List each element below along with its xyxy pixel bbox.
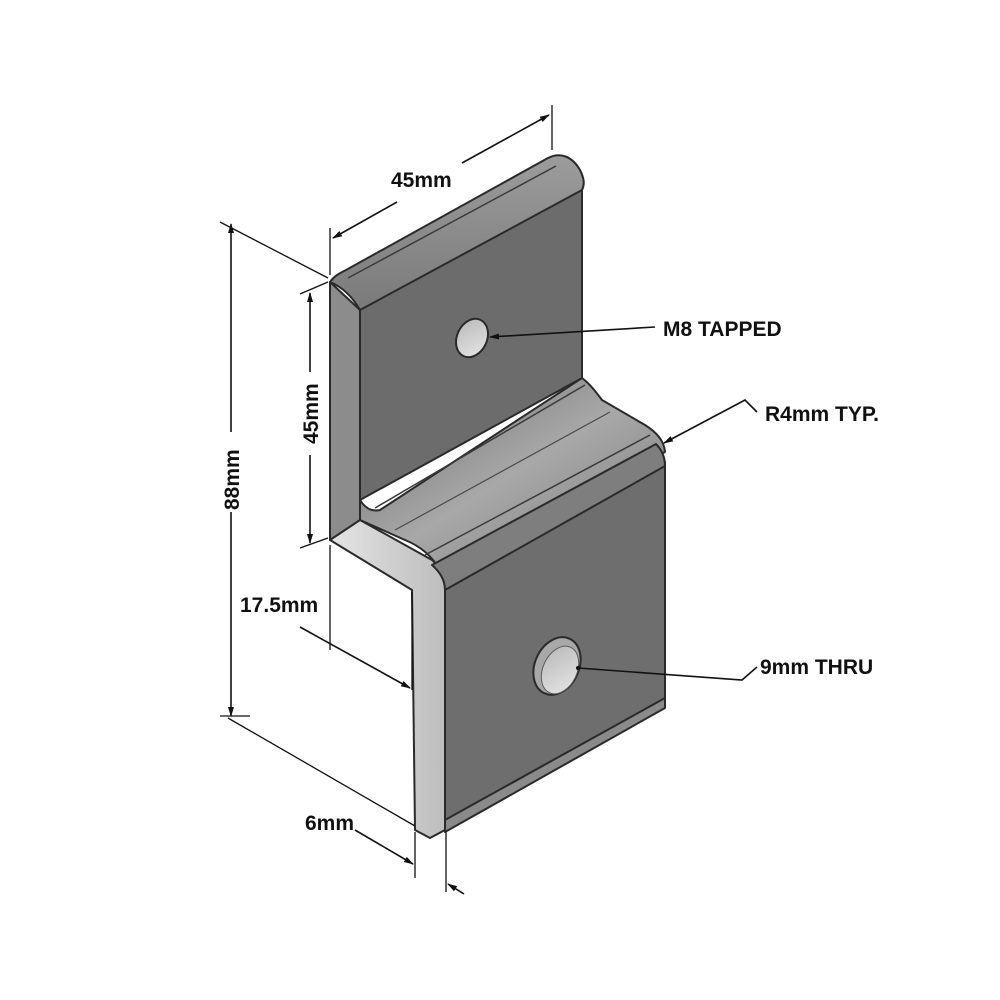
bend-line-3 [424,434,651,556]
callout-m8-tapped: M8 TAPPED [489,318,782,341]
m8-tapped-label: M8 TAPPED [663,318,782,341]
lower-flange-bottom-edge [444,697,666,833]
upper-plate-top-edge [329,154,585,311]
dimension-thickness: 6mm [227,717,465,895]
bracket-body [329,154,666,839]
thru-hole-label: 9mm THRU [760,656,873,679]
dimension-upper-height: 45mm [299,281,329,549]
offset-label: 17.5mm [240,594,318,617]
bend-line-2 [394,411,611,531]
dimension-overall-height: 88mm [219,221,329,717]
thru-hole-inner [540,645,580,695]
overall-height-label: 88mm [221,449,244,510]
upper-plate-side-face [329,281,361,541]
bend-radius-label: R4mm TYP. [765,403,879,426]
upper-plate-top-highlight [347,165,557,279]
callout-thru-hole: 9mm THRU [576,656,873,681]
m8-tapped-hole [454,317,490,359]
callout-bend-radius: R4mm TYP. [663,399,879,444]
lower-flange-top-curve [431,443,666,591]
top-width-label: 45mm [391,169,452,192]
dimension-offset: 17.5mm [240,545,413,690]
dimension-top-width: 45mm [329,105,553,275]
thickness-label: 6mm [305,812,354,835]
bend-line-1 [374,384,586,509]
upper-height-label: 45mm [300,383,323,444]
lower-flange-side-face [329,519,446,839]
